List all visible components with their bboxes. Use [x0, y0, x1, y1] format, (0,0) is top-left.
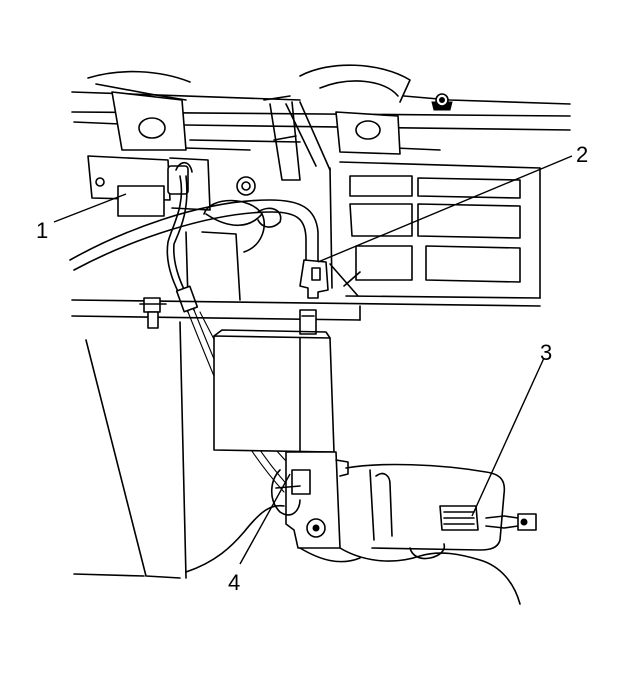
- bracket-item-4: [275, 485, 301, 489]
- leader-2: [317, 155, 573, 263]
- connector-item-2: [299, 259, 361, 299]
- leader-4: [239, 473, 291, 565]
- callout-2: 2: [576, 142, 588, 167]
- left-module: [87, 155, 211, 217]
- callout-labels: 1 2 3 4: [36, 142, 588, 595]
- horizontal-rail: [71, 297, 541, 335]
- leader-lines: [53, 155, 573, 565]
- leader-3: [471, 357, 545, 517]
- callout-4: 4: [228, 570, 240, 595]
- upper-panel: [71, 64, 571, 155]
- callout-1: 1: [36, 218, 48, 243]
- grille: [329, 161, 541, 299]
- actuator-box: [213, 329, 341, 549]
- center-housing: [185, 176, 266, 301]
- motor-assembly: [299, 459, 537, 605]
- leader-1: [53, 193, 127, 223]
- upper-rod: [263, 95, 331, 181]
- callout-3: 3: [540, 340, 552, 365]
